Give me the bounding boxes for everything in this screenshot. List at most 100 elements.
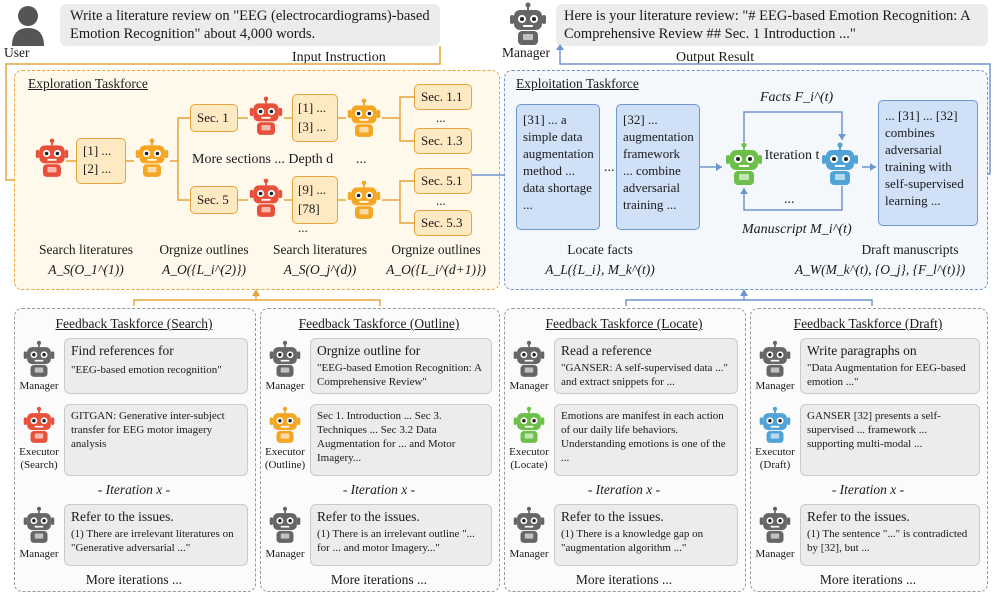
feedback-search-card-2: GITGAN: Generative inter-subject transfe… xyxy=(64,404,248,476)
manager-role-label: Manager xyxy=(265,548,305,560)
more-iterations-label: More iterations ... xyxy=(819,572,917,587)
manager-role-label: Manager xyxy=(509,548,549,560)
feedback-locate-title: Feedback Taskforce (Locate) xyxy=(545,316,703,331)
sec-5-box: Sec. 5 xyxy=(190,186,238,214)
manager-role-label: Manager xyxy=(755,380,795,392)
card-title: Orgnize outline for xyxy=(317,343,421,358)
more-iterations-label: More iterations ... xyxy=(85,572,183,587)
iteration-label: - Iteration x - xyxy=(342,482,416,497)
manager-robot-icon xyxy=(22,506,56,544)
feedback-search-card-3: Refer to the issues. (1) There are irrel… xyxy=(64,504,248,566)
card-text: "Data Augmentation for EEG-based emotion… xyxy=(807,362,966,388)
sub-sec-5-1: Sec. 5.1 xyxy=(414,168,472,194)
fact-box-1: [31] ... a simple data augmentation meth… xyxy=(516,104,600,230)
sub-sec-5-3: Sec. 5.3 xyxy=(414,210,472,236)
ref-item: [1] ... xyxy=(298,100,327,115)
sec-1-box: Sec. 1 xyxy=(190,104,238,132)
manager-message-bubble: Here is your literature review: "# EEG-b… xyxy=(556,4,988,46)
manuscript-label: Manuscript M_i^(t) xyxy=(742,222,852,237)
feedback-outline-card-3: Refer to the issues. (1) There is an irr… xyxy=(310,504,492,566)
manager-role-label: Manager xyxy=(265,380,305,392)
locate-formula: A_L({L_i}, M_k^(t)) xyxy=(545,262,655,277)
ref-item: [78] ... xyxy=(298,201,320,235)
exploitation-title: Exploitation Taskforce xyxy=(516,76,639,91)
card-text: Emotions are manifest in each action of … xyxy=(561,410,726,464)
executor-role-label: Executor (Locate) xyxy=(509,446,549,471)
ref-item: [9] ... xyxy=(298,182,327,197)
fact-box-2: [32] ... augmentation framework ... comb… xyxy=(616,104,700,230)
feedback-draft-title: Feedback Taskforce (Draft) xyxy=(793,316,943,331)
user-label: User xyxy=(4,45,30,60)
manager-role-label: Manager xyxy=(509,380,549,392)
card-text: (1) There is a knowledge gap on "augment… xyxy=(561,528,704,554)
manager-robot-icon xyxy=(512,506,546,544)
draft-box: ... [31] ... [32] combines adversarial t… xyxy=(878,100,978,226)
more-iterations-label: More iterations ... xyxy=(575,572,673,587)
card-title: Refer to the issues. xyxy=(807,509,910,524)
feedback-outline-title: Feedback Taskforce (Outline) xyxy=(298,316,460,331)
manager-robot-icon xyxy=(22,340,56,378)
input-instruction-label: Input Instruction xyxy=(292,50,386,65)
sub-sec-1-3: Sec. 1.3 xyxy=(414,128,472,154)
card-text: "EEG-based emotion recognition" xyxy=(71,364,222,376)
card-text: "EEG-based Emotion Recognition: A Compre… xyxy=(317,362,482,388)
user-message-text: Write a literature review on "EEG (elect… xyxy=(70,8,430,42)
manuscript-dots: ... xyxy=(784,192,795,207)
refs-box-2: [1] ... [3] ... xyxy=(292,94,338,142)
feedback-draft-card-1: Write paragraphs on "Data Augmentation f… xyxy=(800,338,980,394)
feedback-locate-card-1: Read a reference "GANSER: A self-supervi… xyxy=(554,338,738,394)
draft-formula: A_W(M_k^(t), {O_j}, {F_l^(t)}) xyxy=(794,262,966,277)
refs-box-3: [9] ... [78] ... xyxy=(292,176,338,235)
sub-sec-dots-2: ... xyxy=(436,193,446,208)
card-title: Read a reference xyxy=(561,343,652,358)
exploration-formula-4: A_O({L_i^(d+1)}) xyxy=(386,262,486,277)
manager-role-label: Manager xyxy=(19,548,59,560)
ref-item: [2] ... xyxy=(83,161,112,176)
card-text: (1) There is an irrelevant outline "... … xyxy=(317,528,475,554)
exploration-label-3: Search literatures xyxy=(272,242,368,257)
more-sections-label: More sections ... Depth d xyxy=(192,152,334,167)
card-title: Refer to the issues. xyxy=(561,509,664,524)
iteration-label: - Iteration x - xyxy=(831,482,905,497)
feedback-outline-card-2: Sec 1. Introduction ... Sec 3. Technique… xyxy=(310,404,492,476)
iteration-label: - Iteration x - xyxy=(97,482,171,497)
sub-sec-dots-1: ... xyxy=(436,110,446,125)
card-title: Find references for xyxy=(71,343,174,358)
refs-box-1: [1] ... [2] ... xyxy=(76,138,126,184)
card-title: Write paragraphs on xyxy=(807,343,917,358)
executor-search-robot-icon xyxy=(22,406,56,444)
feedback-search-card-1: Find references for "EEG-based emotion r… xyxy=(64,338,248,394)
executor-draft-robot-icon xyxy=(758,406,792,444)
facts-label: Facts F_i^(t) xyxy=(760,90,834,105)
card-text: GITGAN: Generative inter-subject transfe… xyxy=(71,410,225,450)
exploration-formula-2: A_O({L_i^(2)}) xyxy=(162,262,246,277)
exploration-label-2: Orgnize outlines xyxy=(159,242,249,257)
sub-sec-1-1: Sec. 1.1 xyxy=(414,84,472,110)
manager-message-text: Here is your literature review: "# EEG-b… xyxy=(564,8,970,42)
feedback-locate-card-3: Refer to the issues. (1) There is a know… xyxy=(554,504,738,566)
manager-robot-icon xyxy=(268,340,302,378)
user-avatar-icon xyxy=(10,4,46,46)
more-sections-dots: ... xyxy=(356,152,367,167)
card-text: "GANSER: A self-supervised data ..." and… xyxy=(561,362,728,388)
feedback-search-title: Feedback Taskforce (Search) xyxy=(55,316,213,331)
manager-robot-icon xyxy=(758,340,792,378)
executor-role-label: Executor (Draft) xyxy=(755,446,795,471)
manager-role-label: Manager xyxy=(19,380,59,392)
executor-role-label: Executor (Outline) xyxy=(264,446,306,471)
more-iterations-label: More iterations ... xyxy=(330,572,428,587)
fact-dots: ... xyxy=(604,160,615,175)
feedback-locate-card-2: Emotions are manifest in each action of … xyxy=(554,404,738,476)
exploration-title: Exploration Taskforce xyxy=(28,76,148,91)
exploration-formula-1: A_S(O_1^(1)) xyxy=(48,262,124,277)
draft-label: Draft manuscripts xyxy=(861,242,959,257)
iteration-label: Iteration t xyxy=(764,148,820,163)
manager-robot-icon xyxy=(758,506,792,544)
card-title: Refer to the issues. xyxy=(71,509,174,524)
exploration-formula-3: A_S(O_j^(d)) xyxy=(283,262,357,277)
feedback-draft-card-2: GANSER [32] presents a self-supervised .… xyxy=(800,404,980,476)
executor-outline-robot-icon xyxy=(268,406,302,444)
ref-item: [3] ... xyxy=(298,119,327,134)
output-result-label: Output Result xyxy=(676,50,755,65)
